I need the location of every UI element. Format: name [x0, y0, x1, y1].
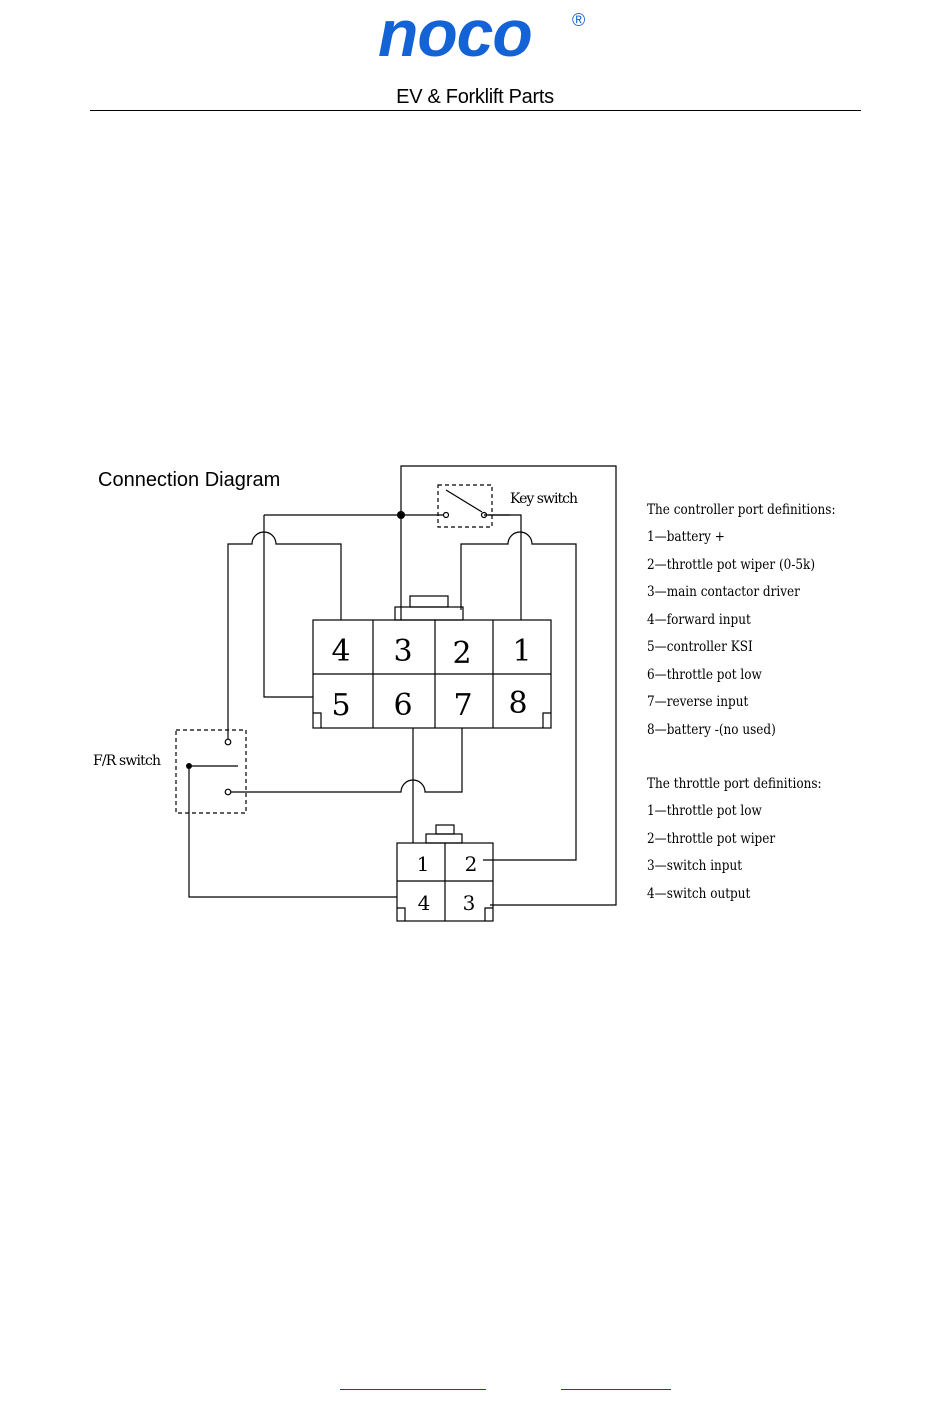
wire-pin7: [228, 728, 463, 793]
diagram-title: Connection Diagram: [98, 469, 281, 491]
controller-pin-6: 6: [393, 688, 412, 723]
controller-latch: [394, 606, 464, 621]
controller-pin-1: 1: [512, 634, 531, 669]
port-definitions: The controller port definitions: 1—batte…: [647, 497, 871, 908]
controller-definition-item: 4—forward input: [647, 611, 751, 628]
page-header: noco ® EV & Forklift Parts: [0, 0, 950, 112]
throttle-definition-item: 2—throttle pot wiper: [647, 830, 776, 847]
key-switch-blade: [445, 489, 483, 513]
controller-pin-8: 8: [508, 686, 527, 721]
fr-switch-label: F/R switch: [93, 753, 161, 769]
brand-subtitle: EV & Forklift Parts: [396, 86, 554, 108]
footer-link-right[interactable]: [561, 1389, 671, 1390]
footer-link-left[interactable]: [340, 1389, 486, 1390]
header-divider: [90, 110, 861, 111]
throttle-pin-1: 1: [417, 852, 430, 876]
controller-pin-3: 3: [393, 634, 412, 669]
controller-definition-item: 5—controller KSI: [647, 639, 753, 655]
throttle-definition-item: 4—switch output: [647, 885, 751, 902]
controller-definition-item: 3—main contactor driver: [647, 584, 800, 600]
wire-pin1: [488, 514, 522, 620]
controller-definitions-heading: The controller port definitions:: [647, 502, 836, 518]
key-switch-box: [437, 484, 493, 528]
wire-fr-common: [188, 766, 397, 898]
wire-pin5: [263, 515, 313, 698]
controller-definition-item: 2—throttle pot wiper (0-5k): [647, 556, 816, 573]
throttle-latch: [425, 833, 463, 844]
fr-switch-box: [175, 729, 247, 814]
controller-definition-item: 1—battery +: [647, 529, 725, 545]
throttle-definition-item: 3—switch input: [647, 858, 743, 874]
controller-pin-2: 2: [452, 636, 471, 671]
throttle-definitions-heading: The throttle port definitions:: [647, 776, 822, 792]
controller-pin-5: 5: [331, 688, 350, 723]
throttle-pin-3: 3: [463, 891, 476, 915]
registered-mark: ®: [572, 10, 585, 30]
throttle-pin-2: 2: [465, 852, 478, 876]
brand-wordmark: noco: [378, 0, 532, 70]
controller-pin-7: 7: [453, 688, 472, 723]
throttle-definition-item: 1—throttle pot low: [647, 803, 762, 819]
noco-logo: noco ®: [378, 0, 585, 70]
controller-definition-item: 8—battery -(no used): [647, 721, 776, 738]
junction-dot: [397, 511, 405, 519]
throttle-pin-4: 4: [418, 891, 431, 915]
key-switch-contact-left: [442, 511, 450, 519]
controller-pin-4: 4: [331, 634, 350, 669]
controller-definition-item: 6—throttle pot low: [647, 666, 762, 683]
key-switch-label: Key switch: [510, 491, 578, 507]
wire-pin4: [227, 531, 342, 740]
controller-definition-item: 7—reverse input: [647, 694, 749, 710]
